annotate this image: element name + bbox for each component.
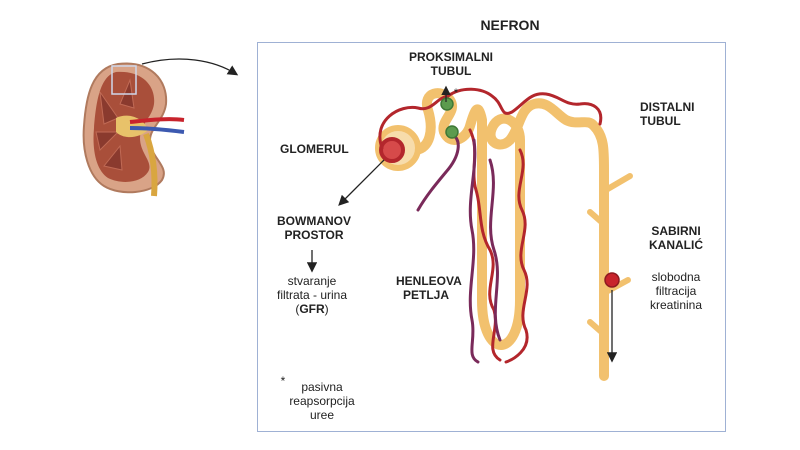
afferent-arteriole <box>378 94 450 150</box>
creatinine-particle <box>604 272 620 288</box>
sabirni-label-line: SABIRNI <box>651 224 701 238</box>
venous-capillary <box>416 132 502 364</box>
asterisk-marker: * <box>453 87 459 99</box>
bowman-label-line: PROSTOR <box>284 228 344 242</box>
kidney-pyramid <box>95 131 120 151</box>
collecting-duct-label: SABIRNI KANALIĆ <box>646 224 706 252</box>
kidney-pyramid <box>99 91 119 125</box>
kidney-illustration <box>82 62 185 197</box>
urea-particle <box>445 125 459 139</box>
nephron-tubule <box>411 88 609 381</box>
glomerul-to-bowman-arrow <box>338 159 385 206</box>
kidney-pyramid <box>103 144 123 171</box>
sabirni-label-line: KANALIĆ <box>649 238 703 252</box>
renal-artery <box>129 117 185 124</box>
filtrate-label-line: (GFR) <box>262 302 362 316</box>
nephron <box>375 87 633 381</box>
creatinine-label-line: filtracija <box>655 284 697 298</box>
glomerulus <box>379 137 405 163</box>
collecting-duct-branch <box>603 277 631 295</box>
creatinine-label: slobodna filtracija kreatinina <box>636 270 716 312</box>
urea-note-line: uree <box>309 408 335 422</box>
ureter <box>143 132 158 197</box>
henle-loop-label: HENLEOVA PETLJA <box>396 274 462 302</box>
renal-vein <box>129 126 185 134</box>
glomerul-label: GLOMERUL <box>280 142 349 156</box>
collecting-duct-branch <box>587 209 609 229</box>
kidney-detail-box <box>111 65 137 95</box>
urea-particle <box>440 97 454 111</box>
kidney-pointer-arrow <box>141 58 239 76</box>
henle-label-line: HENLEOVA <box>396 274 462 288</box>
diagram-title: NEFRON <box>480 17 540 33</box>
note-star: * <box>280 374 286 388</box>
gfr-paren-close: ) <box>324 302 329 316</box>
filtrate-label: stvaranje filtrata - urina (GFR) <box>262 274 362 316</box>
distal-label-line: DISTALNI <box>640 100 695 114</box>
urea-note: pasivna reapsorpcija uree <box>282 380 362 422</box>
nephron-frame <box>257 42 726 432</box>
urea-note-line: pasivna <box>301 380 343 394</box>
gfr-paren-open: ( <box>295 302 300 316</box>
bowman-space-label: BOWMANOV PROSTOR <box>272 214 356 242</box>
henle-label-line: PETLJA <box>402 288 449 302</box>
gfr-label: GFR <box>299 302 325 316</box>
creatinine-label-line: slobodna <box>651 270 701 284</box>
filtrate-label-line: stvaranje <box>287 274 337 288</box>
distal-label-line: TUBUL <box>640 114 681 128</box>
creatinine-label-line: kreatinina <box>649 298 703 312</box>
proximal-label-line: TUBUL <box>430 64 472 78</box>
collecting-duct-branch <box>603 173 633 193</box>
proximal-label-line: PROKSIMALNI <box>409 50 493 64</box>
collecting-duct-branch <box>587 319 609 339</box>
distal-tubule-label: DISTALNI TUBUL <box>640 100 700 128</box>
proximal-tubule-label: PROKSIMALNI TUBUL <box>396 50 506 78</box>
urea-note-line: reapsorpcija <box>289 394 355 408</box>
bowman-label-line: BOWMANOV <box>277 214 351 228</box>
filtrate-label-line: filtrata - urina <box>276 288 348 302</box>
